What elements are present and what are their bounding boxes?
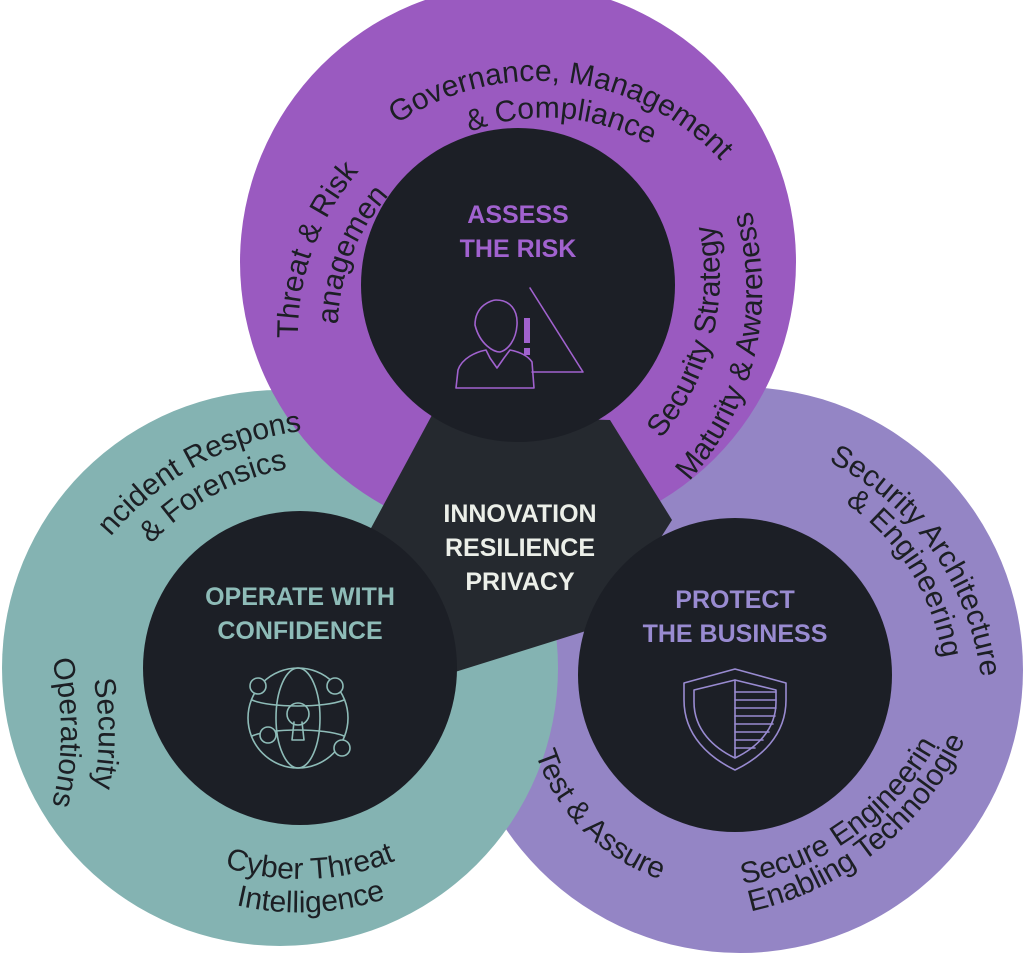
shield-icon (683, 668, 787, 771)
protect-title-line-1: PROTECT (675, 586, 794, 614)
assess-title-line-1: ASSESS (467, 201, 568, 229)
protect-title-line-2: THE BUSINESS (643, 620, 828, 648)
assess-core (361, 128, 675, 442)
operate-title-line-2: CONFIDENCE (217, 617, 382, 645)
operate-label-left-line-1: Security (87, 675, 125, 791)
person-warning-icon (455, 287, 584, 389)
center-line-3: PRIVACY (465, 568, 575, 596)
center-line-2: RESILIENCE (445, 534, 595, 562)
protect-core (578, 518, 892, 832)
globe-lock-icon (247, 667, 351, 769)
center-line-1: INNOVATION (443, 500, 596, 528)
operate-title-line-1: OPERATE WITH (205, 583, 395, 611)
assess-title-line-2: THE RISK (460, 235, 577, 263)
